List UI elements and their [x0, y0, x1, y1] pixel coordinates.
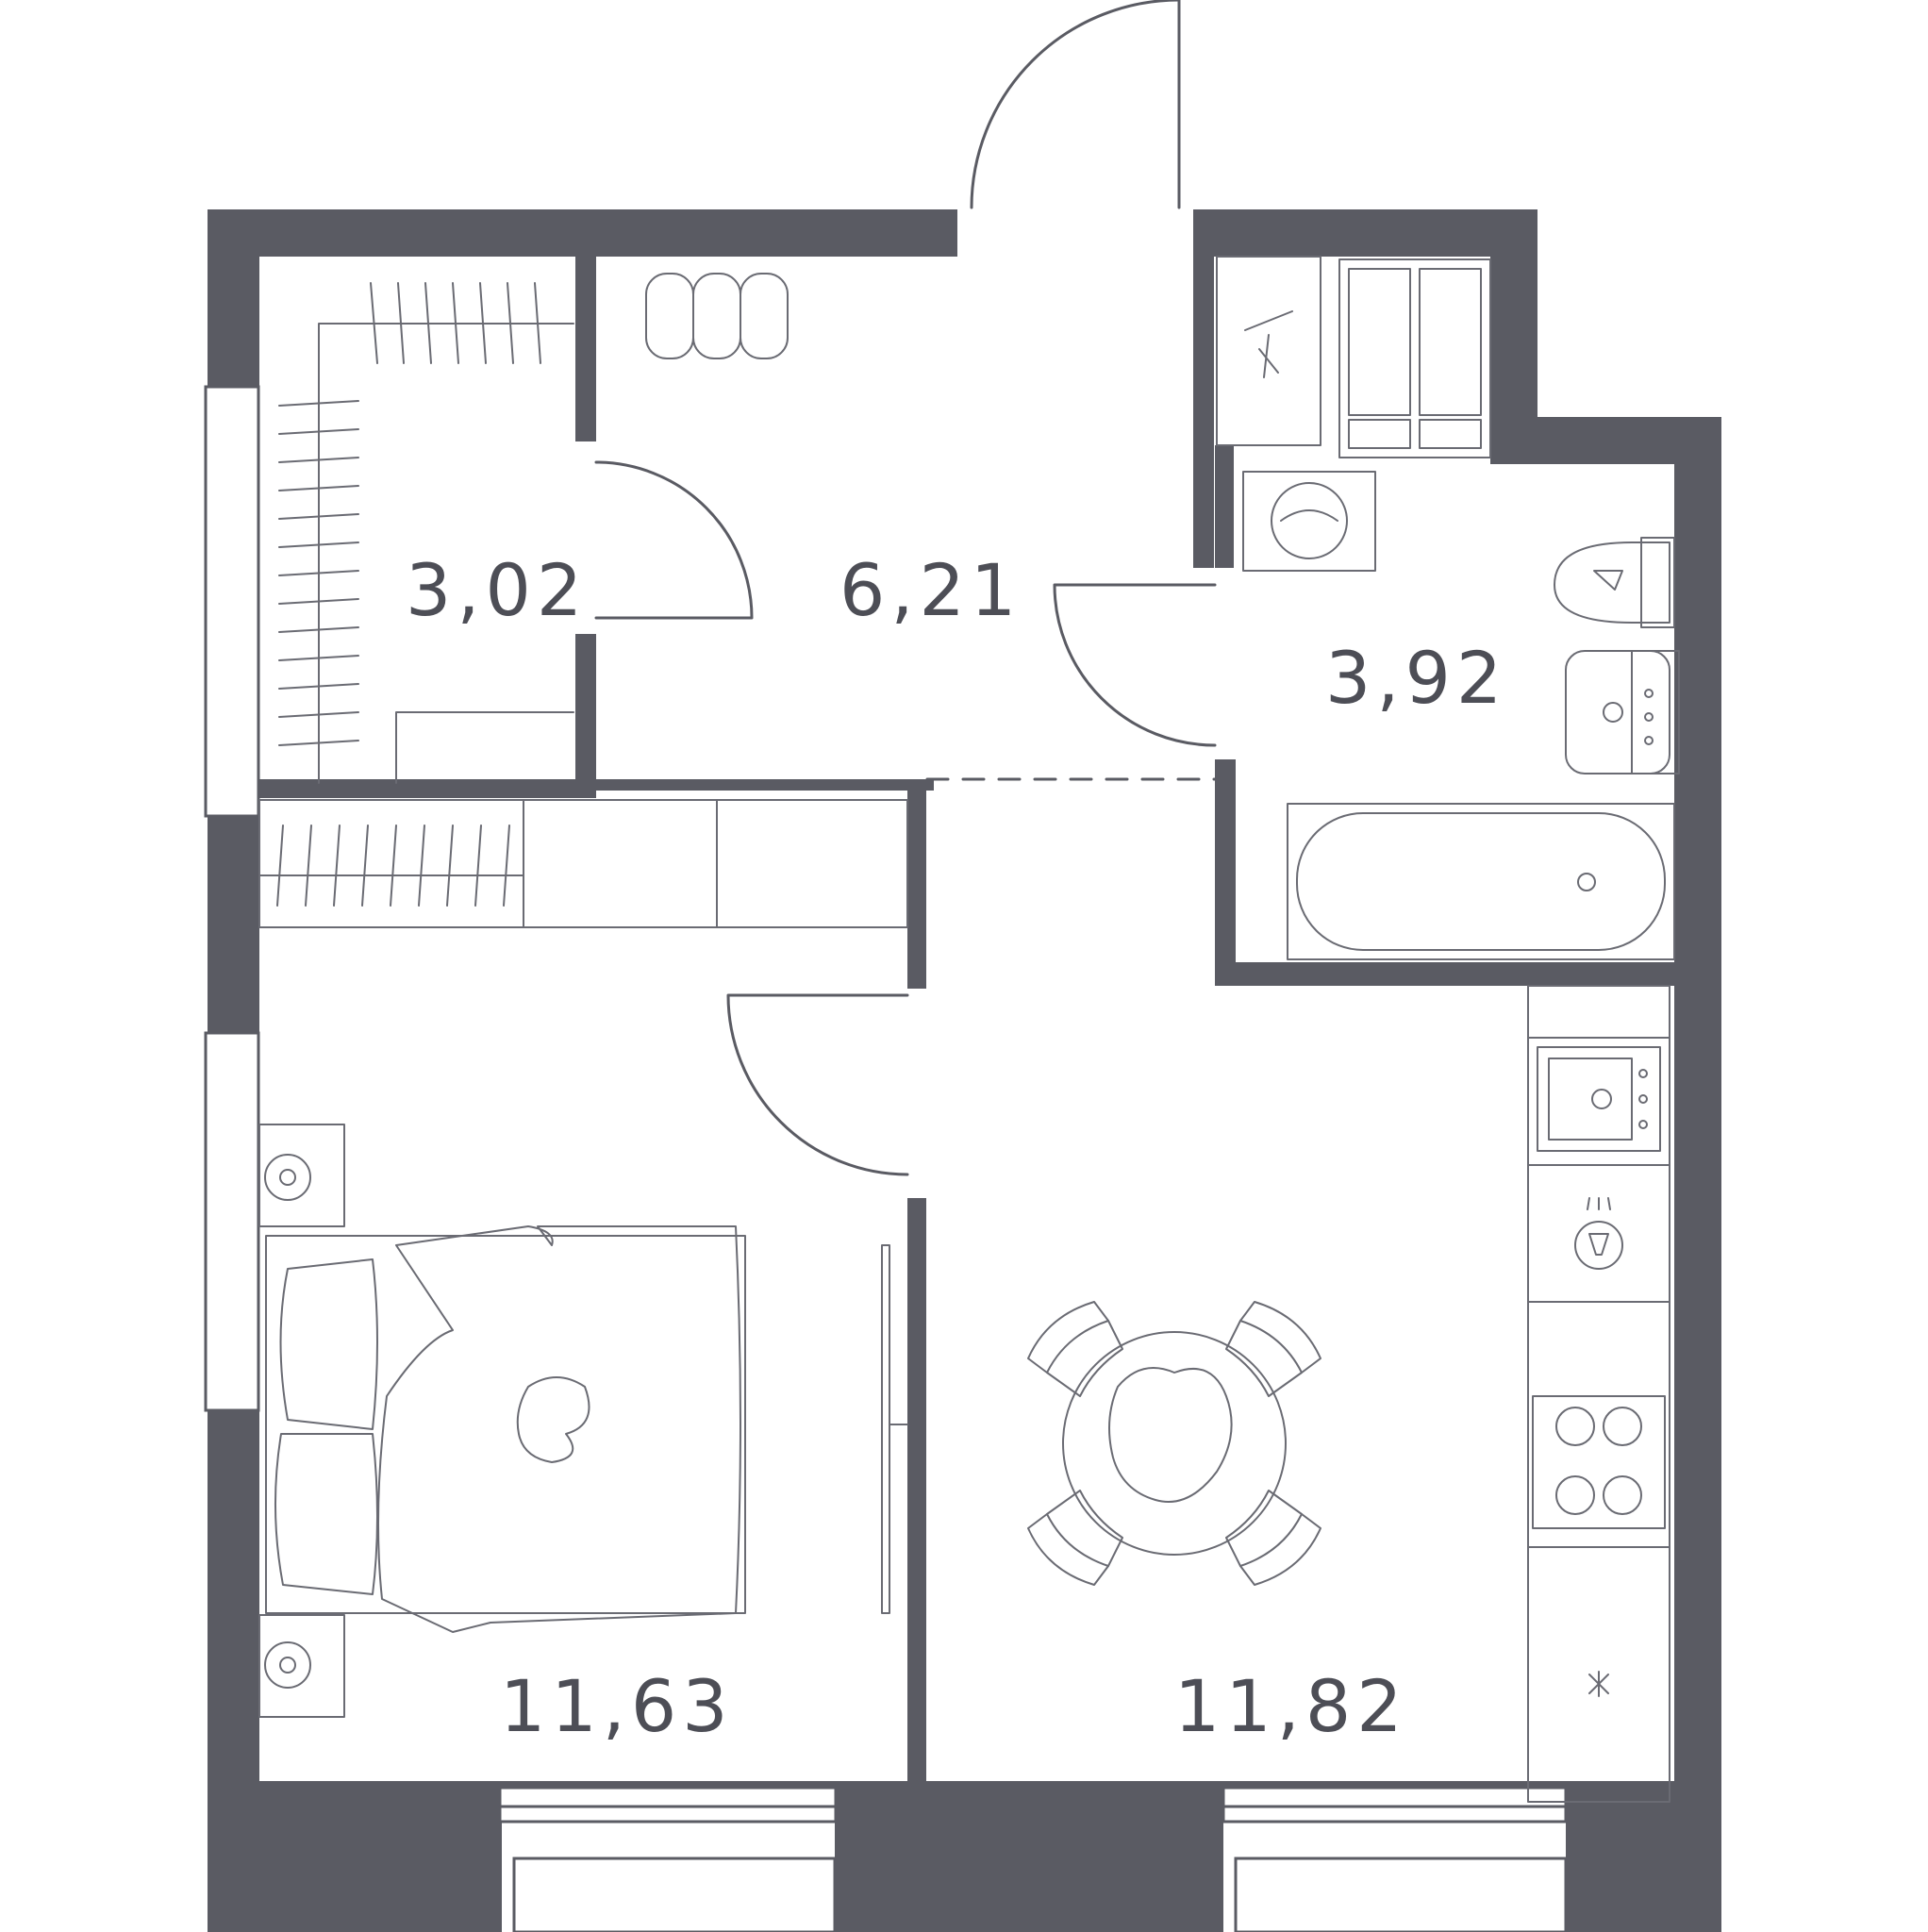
nightstand-top	[258, 1124, 345, 1227]
pillow-2	[274, 1433, 378, 1595]
kitchen-furniture	[1527, 985, 1670, 1803]
washing-machine	[1242, 471, 1376, 572]
bedroom-window	[498, 1786, 838, 1824]
chair-top-left	[1027, 1301, 1123, 1397]
pier-2	[835, 1781, 1223, 1932]
partition-bedroom-top	[907, 779, 926, 989]
bathroom-door	[1053, 583, 1217, 747]
dishwasher-icon	[1574, 1197, 1623, 1270]
hanger-rails	[278, 282, 541, 746]
bathtub	[1287, 803, 1675, 960]
cabinet	[1338, 258, 1491, 458]
bedroom-balcony	[512, 1857, 837, 1932]
pillow-1	[279, 1258, 378, 1430]
kitchen-counter	[1527, 985, 1670, 1803]
right-wall	[1674, 417, 1721, 1823]
kitchen-window	[1222, 1786, 1568, 1824]
wardrobe-door	[594, 460, 754, 620]
kitchen-balcony	[1234, 1857, 1568, 1932]
right-wall-step	[1490, 209, 1537, 445]
bedroom-furniture	[258, 1124, 908, 1718]
washing-machine-drum	[1271, 482, 1348, 559]
bed	[265, 1225, 746, 1633]
dining-set	[1027, 1301, 1321, 1586]
plumbing-icon	[1244, 310, 1293, 378]
bathroom-bottom-wall	[1215, 962, 1721, 986]
boiler-niche	[1216, 256, 1321, 446]
fridge-icon	[1588, 1671, 1609, 1697]
pier-1	[208, 1781, 502, 1932]
flower-centerpiece-icon	[1108, 1367, 1233, 1503]
dining-table	[1062, 1331, 1287, 1556]
blanket	[377, 1225, 741, 1633]
area-label-kitchen-living: 11,82	[1174, 1664, 1408, 1748]
bedroom-closet	[258, 799, 908, 928]
sink	[1565, 650, 1680, 774]
area-label-bedroom: 11,63	[500, 1664, 734, 1748]
chair-bottom-left	[1027, 1490, 1123, 1586]
hallway-bench	[645, 273, 789, 359]
top-wall-left	[208, 209, 957, 257]
partition-wardrobe-top	[575, 253, 596, 441]
bathtub-drain	[1577, 873, 1596, 891]
partition-bedroom-bottom	[907, 1198, 926, 1788]
chair-top-right	[1225, 1301, 1321, 1397]
top-wall-right	[1193, 209, 1537, 257]
area-label-hallway: 6,21	[839, 548, 1022, 632]
stove	[1532, 1395, 1666, 1529]
bathroom-left-wall-top	[1193, 209, 1214, 568]
doors	[594, 0, 1217, 1176]
pier-3	[1566, 1781, 1721, 1932]
dog-icon	[516, 1376, 590, 1463]
bathroom-inner-wall	[1215, 445, 1234, 568]
area-label-wardrobe: 3,02	[406, 548, 588, 632]
wardrobe-storage	[278, 282, 574, 784]
kitchen-sink	[1537, 1046, 1661, 1152]
wardrobe-window	[204, 385, 260, 818]
area-label-bathroom: 3,92	[1325, 636, 1507, 720]
bathroom-fixtures	[1216, 256, 1680, 960]
entrance-door-swing	[970, 0, 1181, 209]
hallway-bottom-wall	[575, 779, 934, 791]
chair-bottom-right	[1225, 1490, 1321, 1586]
nightstand-bottom	[258, 1614, 345, 1718]
walls	[208, 209, 1721, 1932]
partition-wardrobe-bottom	[575, 634, 596, 787]
toilet	[1554, 537, 1675, 628]
wardrobe-bottom-wall	[257, 779, 596, 798]
area-labels: 3,02 6,21 3,92 11,63 11,82	[406, 548, 1507, 1748]
bedroom-door	[726, 993, 909, 1176]
windows	[204, 385, 1568, 1932]
bathroom-left-wall-bottom	[1215, 759, 1236, 986]
tv-wall	[881, 1244, 908, 1614]
bedroom-side-window	[204, 1031, 260, 1412]
